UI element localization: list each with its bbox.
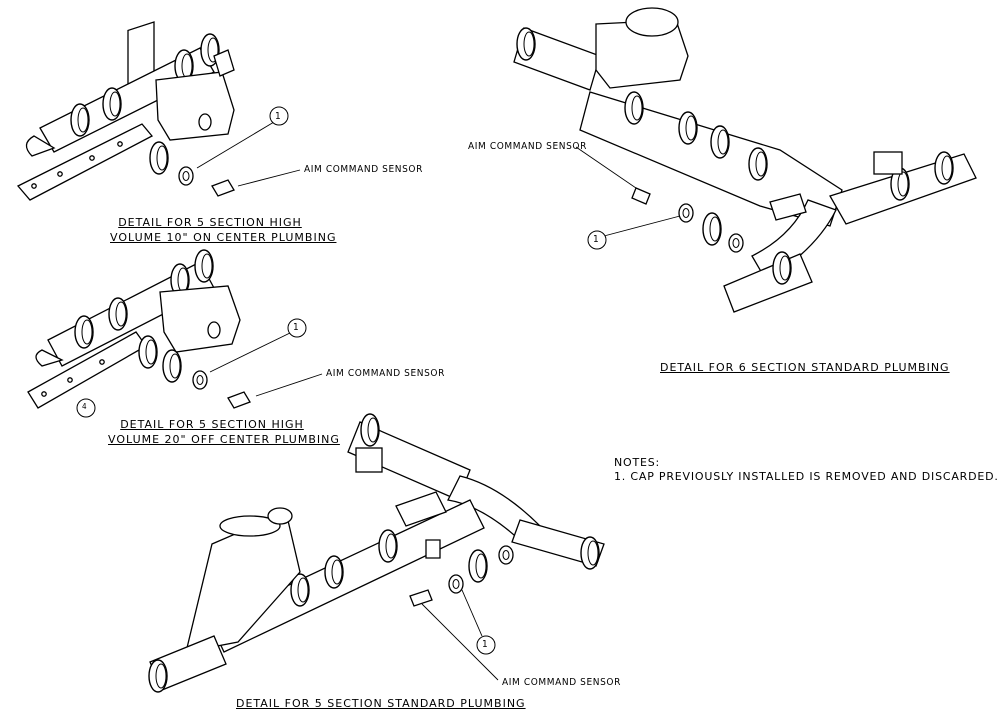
exploded-nut	[138, 335, 158, 369]
exploded-nut	[468, 549, 488, 583]
detail-caption-line2: VOLUME 20" OFF CENTER PLUMBING	[108, 433, 340, 446]
sensor-label: AIM COMMAND SENSOR	[326, 368, 445, 379]
exploded-oring	[728, 233, 744, 253]
pipe-coupler	[710, 125, 730, 159]
filter-cap	[625, 7, 679, 37]
aim-command-sensor	[631, 187, 651, 205]
exploded-oring	[498, 545, 514, 565]
sensor-leader	[421, 603, 499, 681]
bolt-hole	[57, 171, 63, 177]
callout-number: 1	[275, 111, 282, 122]
pipe-coupler	[360, 413, 380, 447]
exploded-washer	[178, 166, 194, 186]
exploded-nut	[149, 141, 169, 175]
detail-5-section-20in-assembly	[27, 249, 323, 418]
hose-barb	[35, 349, 64, 367]
filter-band	[219, 515, 281, 537]
notes-item: 1. CAP PREVIOUSLY INSTALLED IS REMOVED A…	[614, 470, 999, 483]
pipe-coupler	[748, 147, 768, 181]
valve-actuator	[355, 447, 383, 473]
sensor-leader	[237, 169, 301, 187]
hose-barb	[25, 135, 56, 157]
mounting-tab	[395, 491, 447, 527]
pipe-coupler	[108, 297, 128, 331]
detail-caption: DETAIL FOR 6 SECTION STANDARD PLUMBING	[660, 361, 950, 374]
sensor-label: AIM COMMAND SENSOR	[468, 141, 587, 152]
pipe-coupler	[678, 111, 698, 145]
exploded-nut	[162, 349, 182, 383]
detail-6-section-assembly	[513, 7, 977, 313]
callout-leader	[196, 121, 275, 169]
pipe-coupler	[378, 529, 398, 563]
sensor-label: AIM COMMAND SENSOR	[502, 677, 621, 688]
exploded-nut	[702, 212, 722, 246]
callout-leader	[461, 589, 483, 637]
pipe-coupler	[102, 87, 122, 121]
bolt-hole	[117, 141, 123, 147]
fitting-nipple	[213, 49, 235, 77]
callout-leader	[603, 215, 681, 237]
callout-number: 1	[593, 234, 600, 245]
sensor-leader	[255, 373, 323, 397]
pipe-coupler	[624, 91, 644, 125]
mounting-tab	[769, 193, 807, 221]
valve-actuator	[873, 151, 903, 175]
aim-command-sensor	[227, 391, 251, 409]
exploded-washer	[192, 370, 208, 390]
callout-number: 1	[293, 322, 300, 333]
exploded-washer	[678, 203, 694, 223]
exploded-washer	[448, 574, 464, 594]
detail-caption-line1: DETAIL FOR 5 SECTION HIGH	[120, 418, 304, 431]
pipe-coupler	[580, 536, 600, 570]
pipe-coupler	[148, 659, 168, 693]
pipe-coupler	[516, 27, 536, 61]
detail-5-section-standard-assembly	[148, 413, 605, 693]
sensor-leader	[575, 146, 637, 189]
valve-port	[198, 113, 212, 131]
callout-leader	[209, 331, 293, 373]
sensor-label: AIM COMMAND SENSOR	[304, 164, 423, 175]
pipe-coupler	[934, 151, 954, 185]
valve-port	[207, 321, 221, 339]
detail-5-section-10in-assembly	[16, 21, 301, 201]
manifold-pipe	[579, 91, 843, 227]
bolt-hole	[99, 359, 105, 365]
bolt-hole	[31, 183, 37, 189]
detail-caption-line2: VOLUME 10" ON CENTER PLUMBING	[110, 231, 337, 244]
elbow-pipe	[751, 199, 837, 281]
pipe-coupler	[70, 103, 90, 137]
bolt-hole	[41, 391, 47, 397]
detail-caption-line1: DETAIL FOR 5 SECTION HIGH	[118, 216, 302, 229]
pipe-coupler	[324, 555, 344, 589]
valve-body	[155, 71, 235, 141]
detail-caption: DETAIL FOR 5 SECTION STANDARD PLUMBING	[236, 697, 526, 710]
pipe-coupler	[772, 251, 792, 285]
aim-command-sensor	[211, 179, 235, 197]
aim-command-sensor	[409, 589, 433, 607]
filter-cap	[267, 507, 293, 525]
notes-block: NOTES: 1. CAP PREVIOUSLY INSTALLED IS RE…	[614, 456, 999, 484]
pipe-coupler	[194, 249, 214, 283]
bolt-hole	[89, 155, 95, 161]
notes-heading: NOTES:	[614, 456, 661, 469]
bolt-hole	[67, 377, 73, 383]
callout-number: 1	[482, 639, 489, 650]
bracket-callout-number: 4	[82, 402, 88, 411]
pipe-coupler	[74, 315, 94, 349]
drain-nipple	[425, 539, 441, 559]
valve-body	[159, 285, 241, 353]
